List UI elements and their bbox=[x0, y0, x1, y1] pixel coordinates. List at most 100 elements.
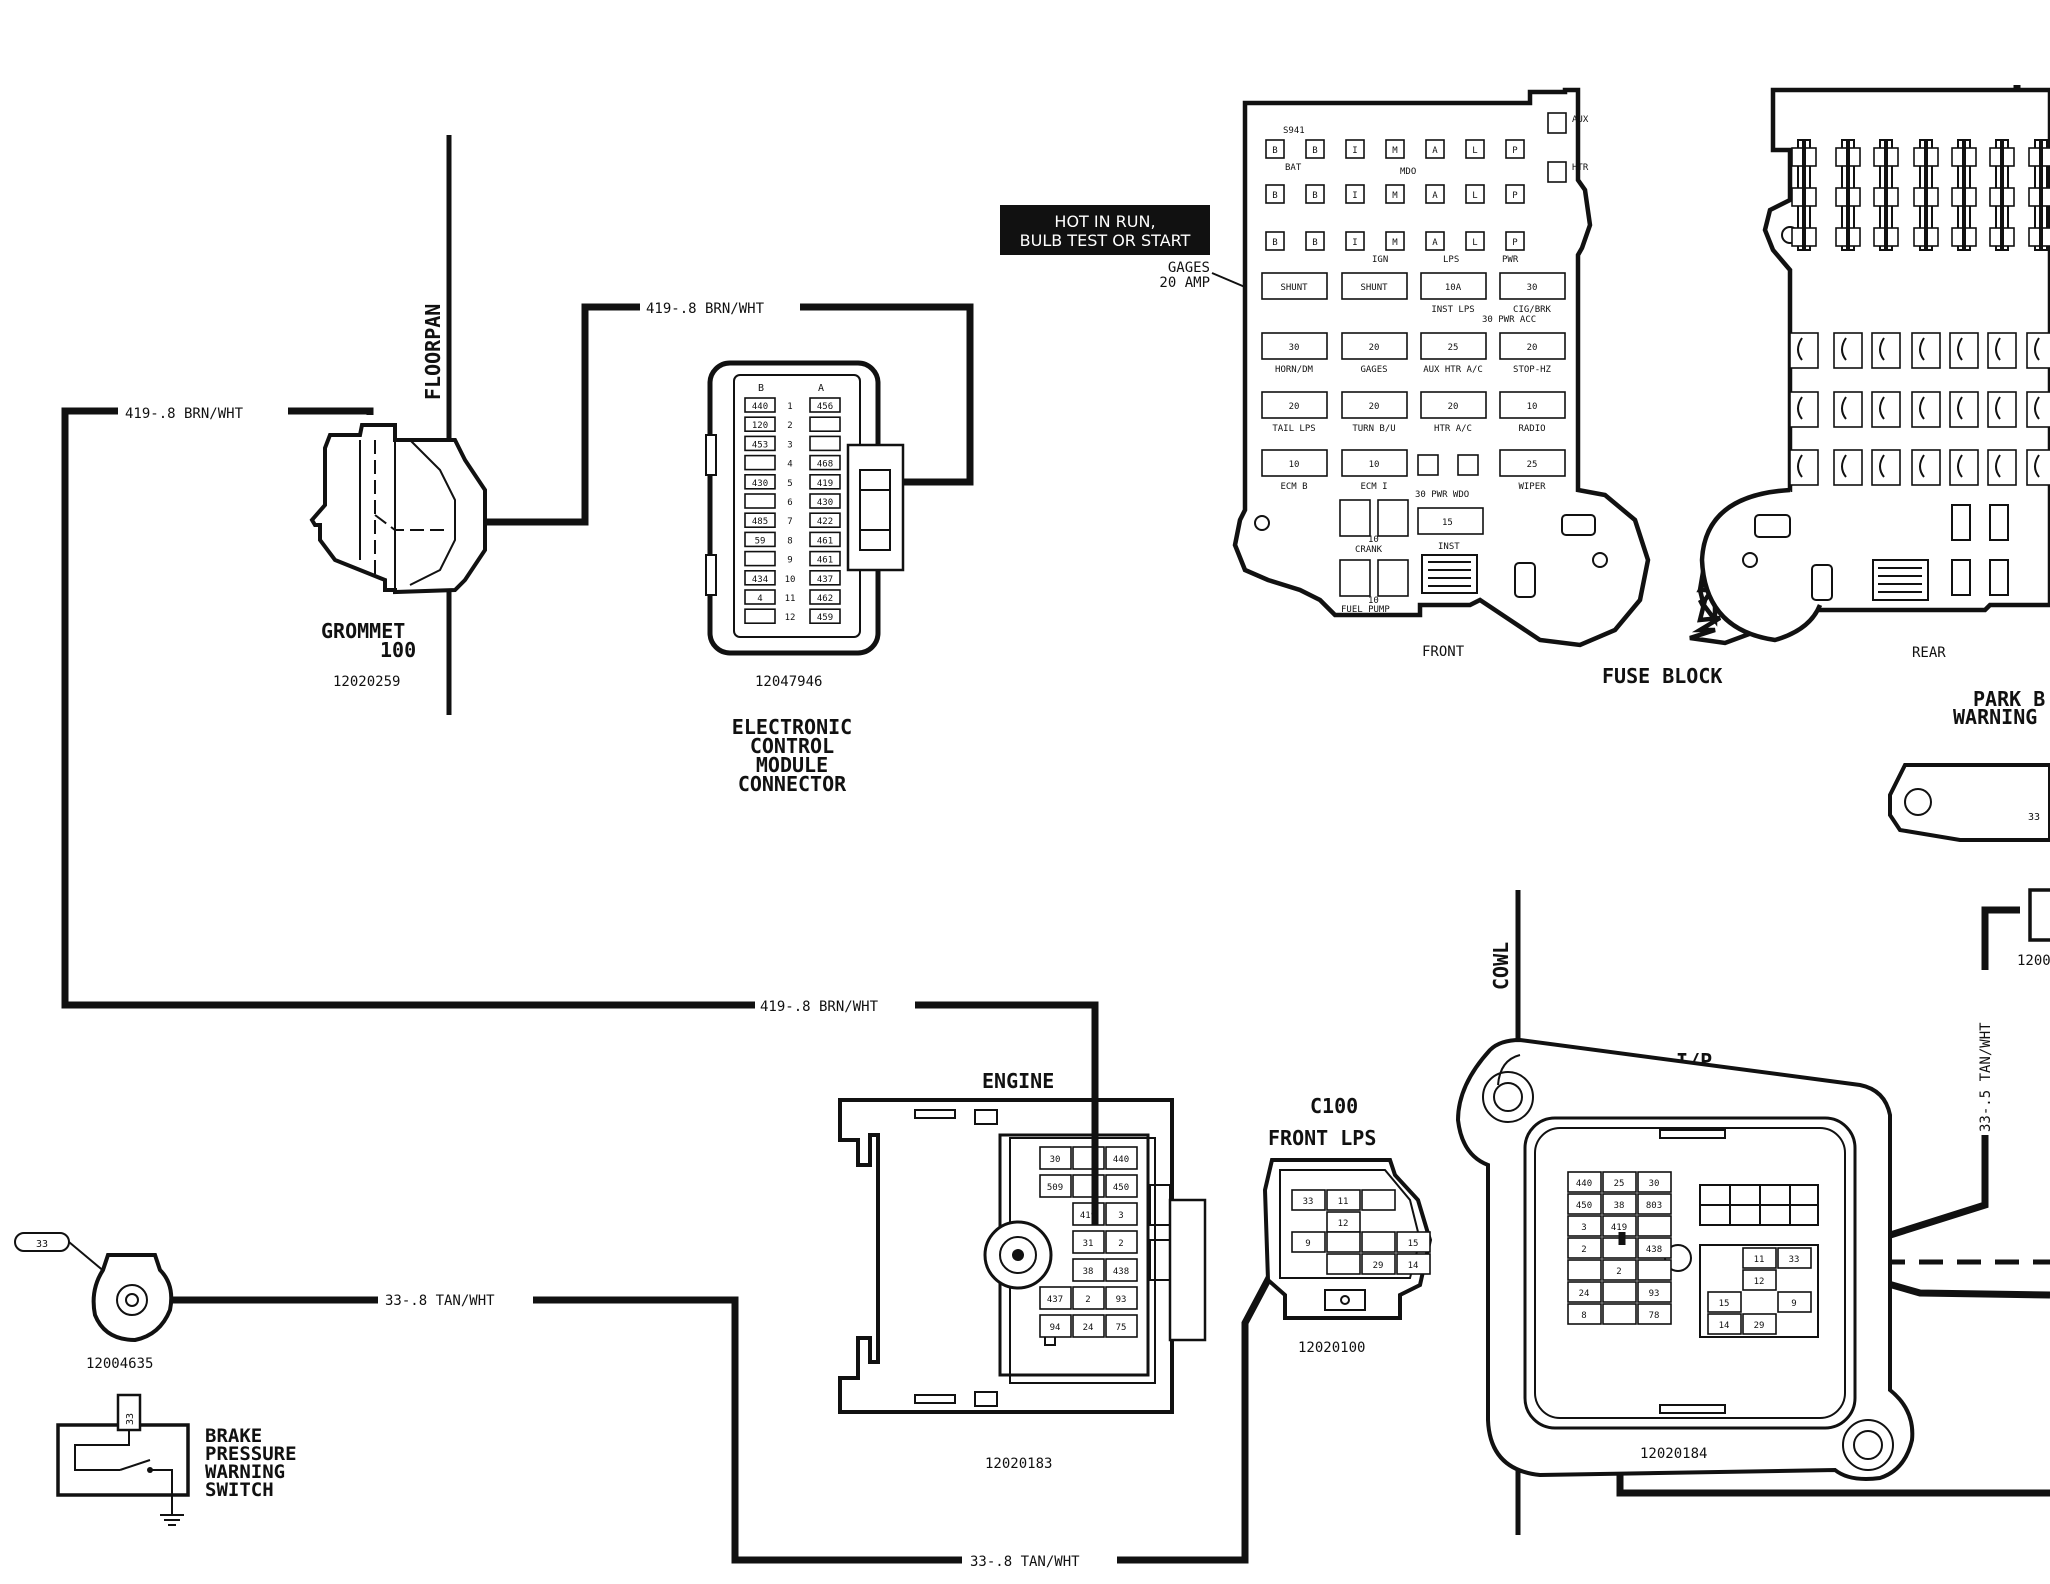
ecm-cell-b bbox=[744, 416, 776, 433]
engine-pin: 438 bbox=[1113, 1267, 1129, 1277]
brake-tag: 33 bbox=[36, 1239, 48, 1250]
fuse-terminal-letter: P bbox=[1512, 238, 1518, 248]
crank-fuse-a bbox=[1339, 499, 1371, 537]
c100-pin: 33 bbox=[1303, 1197, 1314, 1207]
ecm-cell-b bbox=[744, 589, 776, 605]
engine-cell bbox=[1072, 1286, 1105, 1310]
ip-cell bbox=[1637, 1259, 1672, 1281]
hot-in-run-1: HOT IN RUN, bbox=[1054, 212, 1155, 231]
ip-pin: 419 bbox=[1611, 1223, 1627, 1233]
c100-pin: 9 bbox=[1305, 1239, 1310, 1249]
c100-cell bbox=[1361, 1189, 1396, 1211]
fuse-name: STOP-HZ bbox=[1513, 365, 1552, 375]
inst-val: 15 bbox=[1442, 518, 1453, 528]
park-label-1: PARK B bbox=[1973, 687, 2045, 711]
fuse-terminal bbox=[1465, 139, 1485, 159]
ip-cell-right bbox=[1742, 1313, 1777, 1335]
ecm-cell-b bbox=[744, 454, 776, 471]
c100-pin: 11 bbox=[1338, 1197, 1349, 1207]
park-connector bbox=[2028, 888, 2050, 942]
ip-cell bbox=[1602, 1193, 1637, 1215]
ip-pin: 803 bbox=[1646, 1201, 1662, 1211]
brake-label-4: SWITCH bbox=[205, 1479, 274, 1501]
fuse-rear-label: REAR bbox=[1912, 645, 1946, 661]
fuse-value: SHUNT bbox=[1280, 283, 1308, 293]
fuse-name: INST LPS bbox=[1431, 305, 1474, 315]
ip-pin-right: 33 bbox=[1789, 1255, 1800, 1265]
engine-pin: 2 bbox=[1085, 1295, 1090, 1305]
fuse-block-front bbox=[1232, 87, 1651, 648]
ip-cell bbox=[1637, 1237, 1672, 1259]
engine-pin: 75 bbox=[1116, 1323, 1127, 1333]
fuse-terminal bbox=[1385, 184, 1405, 204]
ip-right-block bbox=[1699, 1244, 1819, 1338]
ecm-pin-number: 4 bbox=[787, 460, 792, 470]
engine-pin: 94 bbox=[1050, 1323, 1061, 1333]
ecm-title-3: MODULE bbox=[756, 753, 828, 777]
c100-cell bbox=[1291, 1231, 1326, 1253]
ecm-cell-b bbox=[744, 608, 776, 625]
fuse-relay-slot bbox=[1417, 454, 1439, 476]
fuse-lps: LPS bbox=[1443, 255, 1459, 265]
fuse-terminal-letter: B bbox=[1272, 146, 1277, 156]
fuse-name: HTR A/C bbox=[1434, 424, 1472, 434]
gages-callout-1: GAGES bbox=[1168, 260, 1210, 276]
engine-pin: 24 bbox=[1083, 1323, 1094, 1333]
fuse-block-title: FUSE BLOCK bbox=[1602, 664, 1722, 688]
fuse-value: 20 bbox=[1289, 402, 1300, 412]
fuse-terminal bbox=[1505, 139, 1525, 159]
wire-label-419-b: 419-.8 BRN/WHT bbox=[646, 301, 765, 317]
ecm-pin-b: 59 bbox=[755, 536, 766, 546]
fuse-terminal bbox=[1505, 184, 1525, 204]
c100-label-2: FRONT LPS bbox=[1268, 1126, 1376, 1150]
fuse-terminal-letter: A bbox=[1432, 238, 1438, 248]
fuse-value: 10 bbox=[1527, 402, 1538, 412]
ecm-cell-b bbox=[744, 512, 776, 529]
c100-label-1: C100 bbox=[1310, 1094, 1358, 1118]
wire-33-park bbox=[1981, 906, 2020, 985]
ecm-pin-a: 437 bbox=[817, 575, 833, 585]
c100-cell bbox=[1326, 1231, 1361, 1253]
ip-pin: 24 bbox=[1579, 1289, 1590, 1299]
fuse-name: TURN B/U bbox=[1352, 424, 1395, 434]
ecm-pin-a: 456 bbox=[817, 402, 833, 412]
engine-cell bbox=[1105, 1202, 1138, 1226]
ip-cell-right bbox=[1742, 1269, 1777, 1291]
fuse-terminal bbox=[1425, 139, 1445, 159]
fuse bbox=[1341, 272, 1408, 300]
ecm-cell-b bbox=[744, 550, 776, 567]
ecm-cell-b bbox=[744, 569, 776, 586]
fuse bbox=[1261, 391, 1328, 419]
fuse bbox=[1499, 272, 1566, 300]
fuse-name: HORN/DM bbox=[1275, 365, 1314, 375]
ecm-pin-a: 419 bbox=[817, 479, 833, 489]
ecm-cell-a bbox=[809, 512, 841, 529]
ip-pin: 38 bbox=[1614, 1201, 1625, 1211]
fuse-ign: IGN bbox=[1372, 255, 1388, 265]
fuse-terminal-letter: M bbox=[1392, 191, 1398, 201]
fuse-terminal-letter: I bbox=[1352, 191, 1357, 201]
wire-label-33-b: 33-.8 TAN/WHT bbox=[970, 1554, 1080, 1570]
ecm-pin-b: 430 bbox=[752, 479, 768, 489]
fuse-value: 10 bbox=[1369, 460, 1380, 470]
crank-fuse-b bbox=[1377, 499, 1409, 537]
c100-cell bbox=[1361, 1253, 1396, 1275]
park-circuit: 33 bbox=[2028, 812, 2040, 823]
fuse-terminal-letter: M bbox=[1392, 238, 1398, 248]
ip-pin-right: 29 bbox=[1754, 1321, 1765, 1331]
fuse-terminal-letter: L bbox=[1472, 238, 1477, 248]
wire-label-33-a: 33-.8 TAN/WHT bbox=[385, 1293, 495, 1309]
c100-cell bbox=[1326, 1189, 1361, 1211]
fuse-name: CIG/BRK bbox=[1513, 305, 1552, 315]
brake-label-3: WARNING bbox=[205, 1461, 285, 1483]
ecm-title-4: CONNECTOR bbox=[738, 772, 847, 796]
grommet-label-2: 100 bbox=[380, 638, 416, 662]
engine-pin: 419 bbox=[1080, 1211, 1096, 1221]
brake-switch-circuit: 33 bbox=[125, 1413, 136, 1425]
park-switch-body bbox=[1888, 763, 2050, 842]
ecm-pin-b: 434 bbox=[752, 575, 768, 585]
fuse-name: AUX HTR A/C bbox=[1423, 365, 1483, 375]
ip-cell bbox=[1567, 1259, 1602, 1281]
